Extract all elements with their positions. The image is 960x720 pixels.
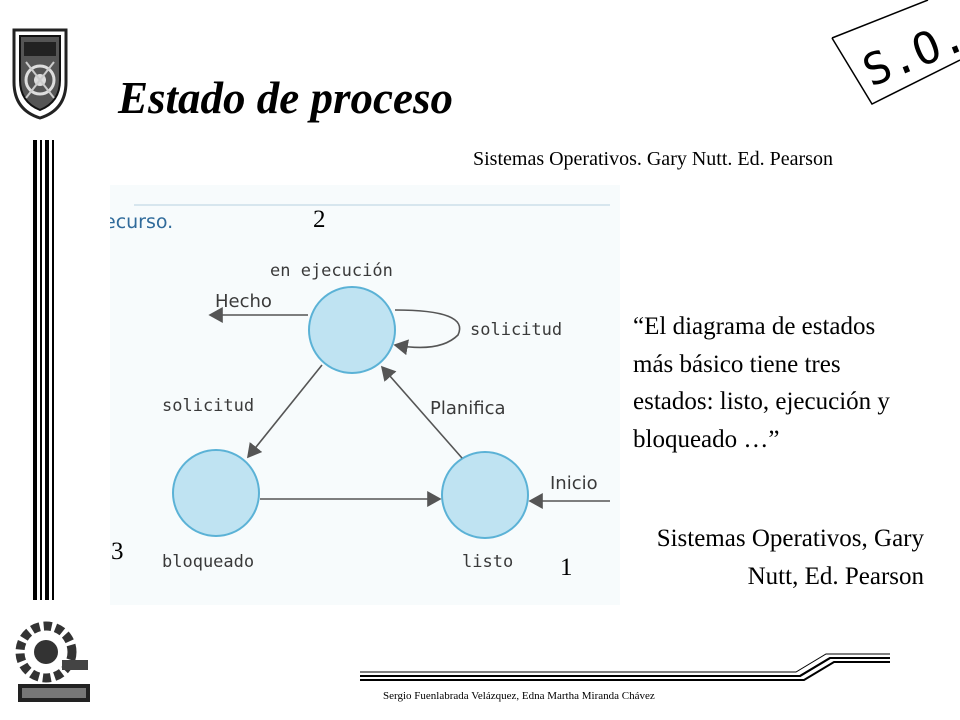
page-title: Estado de proceso	[118, 73, 453, 123]
ipn-logo	[12, 28, 68, 120]
footer-decorative-lines	[360, 653, 890, 681]
state-blocked	[172, 449, 260, 537]
diagram-partial-text: ecurso.	[110, 211, 173, 233]
upiicsa-logo	[15, 621, 90, 702]
state-ready	[441, 451, 529, 539]
label-done: Hecho	[215, 291, 272, 312]
label-running: en ejecución	[270, 261, 393, 281]
arrow-schedule	[380, 365, 463, 459]
arrow-request	[246, 364, 323, 459]
label-request: solicitud	[162, 396, 254, 416]
process-state-diagram: ecurso. en ejecución bloqueado listo Hec…	[110, 185, 620, 605]
label-schedule: Planifica	[430, 398, 506, 419]
label-start: Inicio	[550, 473, 598, 494]
quote-text: “El diagrama de estados más básico tiene…	[633, 313, 890, 453]
number-running: 2	[313, 206, 326, 233]
citation-text: Sistemas Operativos, Gary Nutt, Ed. Pear…	[656, 525, 924, 590]
footer-credit: Sergio Fuenlabrada Velázquez, Edna Marth…	[383, 690, 655, 702]
label-blocked: bloqueado	[162, 552, 254, 572]
label-request-self: solicitud	[470, 320, 562, 340]
left-decorative-bars	[33, 140, 54, 600]
source-reference: Sistemas Operativos. Gary Nutt. Ed. Pear…	[473, 148, 833, 170]
arrow-request-self	[393, 309, 461, 356]
number-blocked: 3	[111, 538, 124, 565]
state-running	[308, 286, 396, 374]
so-logo-text: S.O.	[856, 10, 960, 97]
so-logo: S.O.	[831, 0, 960, 105]
label-ready: listo	[462, 552, 513, 572]
number-ready: 1	[560, 554, 573, 581]
